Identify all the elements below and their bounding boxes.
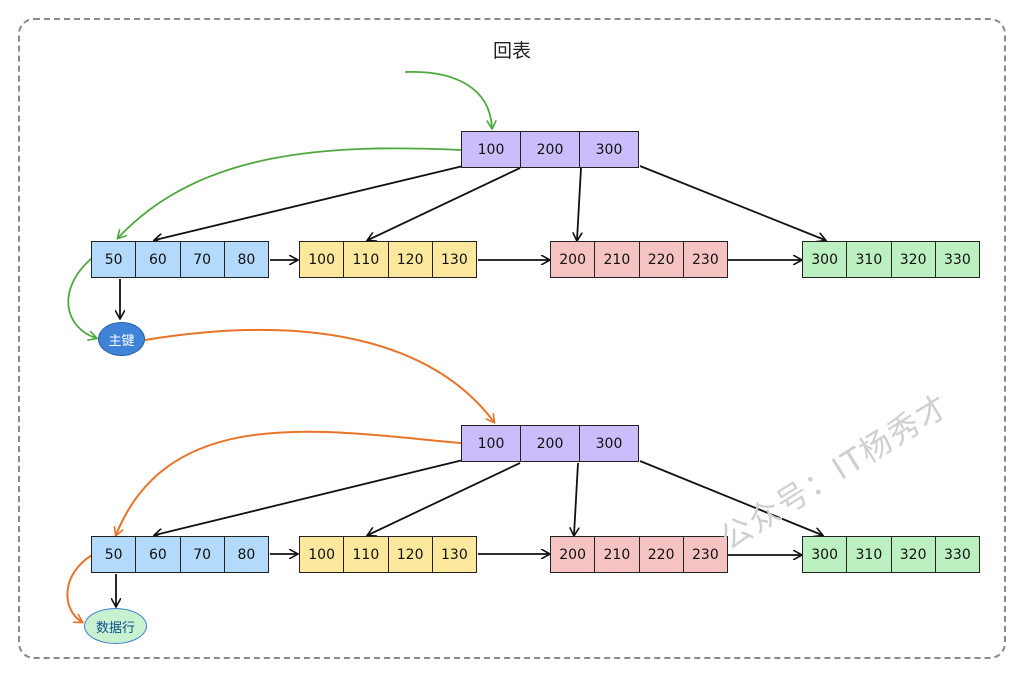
key-cell: 300 xyxy=(803,537,848,572)
key-cell: 200 xyxy=(521,132,580,167)
key-cell: 220 xyxy=(640,537,684,572)
key-cell: 230 xyxy=(692,251,719,268)
key-cell: 300 xyxy=(595,141,623,158)
key-cell: 230 xyxy=(692,546,719,563)
key-cell: 110 xyxy=(344,242,389,277)
key-cell: 80 xyxy=(237,251,256,268)
key-cell: 110 xyxy=(344,537,389,572)
top-leaf-node-3: 200 210 220 230 xyxy=(550,241,728,278)
key-cell: 200 xyxy=(551,537,596,572)
top-leaf-node-2: 100 110 120 130 xyxy=(299,241,477,278)
key-cell: 120 xyxy=(389,537,433,572)
key-cell: 100 xyxy=(462,426,521,461)
bottom-root-node: 100 200 300 xyxy=(461,425,639,462)
key-cell: 100 xyxy=(300,242,345,277)
bottom-tree-edges xyxy=(116,459,822,606)
key-cell: 330 xyxy=(944,251,971,268)
clustered-index-path xyxy=(66,329,494,622)
top-leaf-node-1: 50 60 70 80 xyxy=(91,241,269,278)
key-cell: 310 xyxy=(847,537,892,572)
key-cell: 220 xyxy=(640,242,684,277)
key-cell: 50 xyxy=(92,537,137,572)
key-cell: 70 xyxy=(181,242,225,277)
key-cell: 210 xyxy=(595,242,640,277)
key-cell: 200 xyxy=(551,242,596,277)
key-cell: 130 xyxy=(441,251,468,268)
top-leaf-node-4: 300 310 320 330 xyxy=(802,241,980,278)
bottom-leaf-node-1: 50 60 70 80 xyxy=(91,536,269,573)
dashed-frame xyxy=(18,18,1006,659)
key-cell: 60 xyxy=(136,537,181,572)
key-cell: 80 xyxy=(237,546,256,563)
bottom-leaf-node-2: 100 110 120 130 xyxy=(299,536,477,573)
data-row-node: 数据行 xyxy=(84,608,147,644)
bottom-leaf-node-4: 300 310 320 330 xyxy=(802,536,980,573)
primary-key-node: 主键 xyxy=(98,322,145,356)
key-cell: 100 xyxy=(462,132,521,167)
key-cell: 210 xyxy=(595,537,640,572)
key-cell: 120 xyxy=(389,242,433,277)
top-tree-edges xyxy=(120,165,825,318)
key-cell: 320 xyxy=(892,242,936,277)
key-cell: 330 xyxy=(944,546,971,563)
bottom-leaf-node-3: 200 210 220 230 xyxy=(550,536,728,573)
key-cell: 50 xyxy=(92,242,137,277)
key-cell: 70 xyxy=(181,537,225,572)
key-cell: 310 xyxy=(847,242,892,277)
key-cell: 60 xyxy=(136,242,181,277)
key-cell: 300 xyxy=(803,242,848,277)
key-cell: 100 xyxy=(300,537,345,572)
key-cell: 130 xyxy=(441,546,468,563)
key-cell: 320 xyxy=(892,537,936,572)
diagram-title: 回表 xyxy=(492,40,531,62)
secondary-index-path xyxy=(67,71,492,338)
key-cell: 200 xyxy=(521,426,580,461)
key-cell: 300 xyxy=(595,435,623,452)
top-root-node: 100 200 300 xyxy=(461,131,639,168)
